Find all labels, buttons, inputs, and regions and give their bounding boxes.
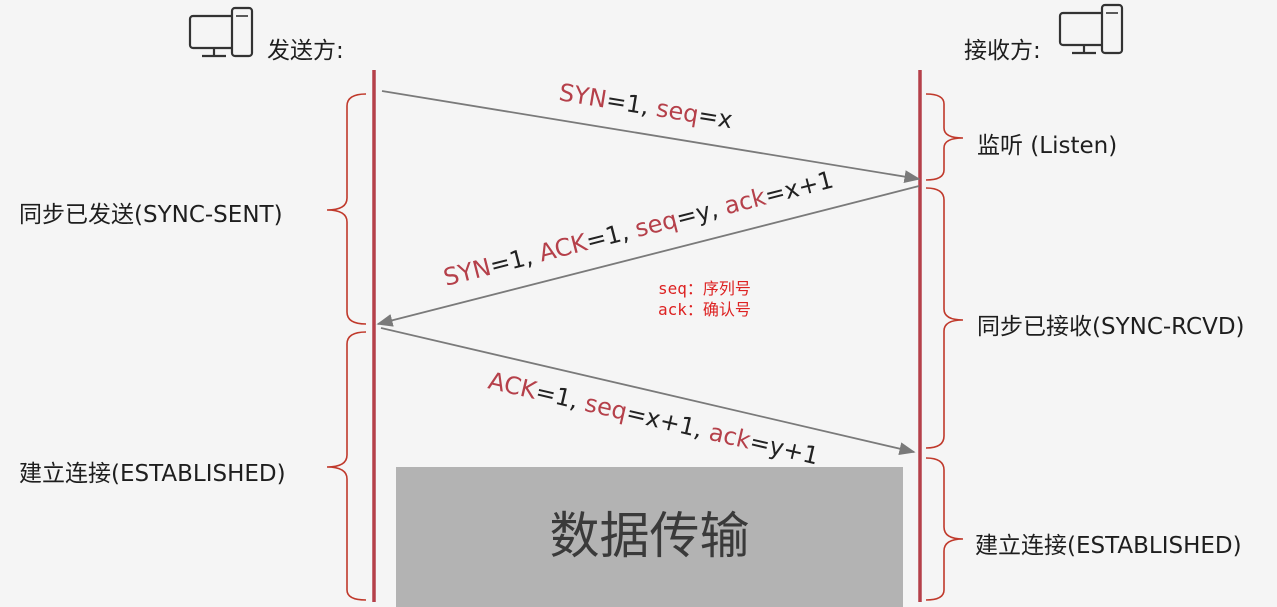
sender-brace-established (326, 331, 367, 601)
message-keyword: ack (721, 183, 769, 220)
sender-brace-sync-sent (326, 93, 367, 325)
message-value: =x+1 (762, 166, 836, 210)
notes-box: seq：序列号 ack：确认号 (658, 278, 751, 320)
message-value: =x (696, 101, 734, 134)
ack-arrow (380, 327, 916, 456)
message-value: =1, (533, 378, 589, 417)
receiver-state-established: 建立连接(ESTABLISHED) (975, 533, 1242, 559)
sender-state-established: 建立连接(ESTABLISHED) (19, 461, 286, 487)
receiver-brace-listen (925, 93, 964, 181)
receiver-label: 接收方: (964, 38, 1041, 64)
receiver-monitor-icon (1058, 3, 1124, 55)
data-transfer-label: 数据传输 (549, 507, 750, 565)
syn-ack-arrow (376, 185, 920, 327)
message-keyword: seq (582, 389, 630, 426)
message-keyword: ack (706, 418, 753, 455)
message-value: =1, (487, 240, 543, 280)
message-keyword: seq (632, 205, 680, 243)
syn-ack-message-label: SYN=1, ACK=1, seq=y, ack=x+1 (441, 166, 837, 292)
syn-message-label: SYN=1, seq=x (557, 78, 735, 134)
sender-state-sync-sent: 同步已发送(SYNC-SENT) (19, 202, 283, 228)
message-value: =x+1, (624, 399, 713, 446)
syn-arrow (381, 90, 921, 184)
message-keyword: seq (654, 94, 700, 129)
message-value: =y+1 (747, 427, 821, 470)
message-value: =1, (583, 216, 639, 256)
receiver-brace-established (925, 457, 964, 601)
message-keyword: ACK (536, 228, 591, 267)
receiver-state-sync-rcvd: 同步已接收(SYNC-RCVD) (977, 314, 1245, 340)
message-value: =y, (673, 193, 728, 232)
receiver-brace-sync-rcvd (925, 187, 964, 449)
message-value: =1, (604, 86, 658, 122)
message-keyword: SYN (441, 253, 494, 292)
data-transfer-box: 数据传输 (396, 467, 903, 607)
ack-note: ack：确认号 (658, 300, 751, 319)
message-keyword: ACK (486, 367, 541, 406)
message-keyword: SYN (557, 78, 609, 113)
seq-note: seq：序列号 (658, 279, 751, 298)
receiver-state-listen: 监听 (Listen) (977, 133, 1118, 159)
sender-label: 发送方: (267, 38, 344, 64)
sender-monitor-icon (188, 6, 254, 58)
